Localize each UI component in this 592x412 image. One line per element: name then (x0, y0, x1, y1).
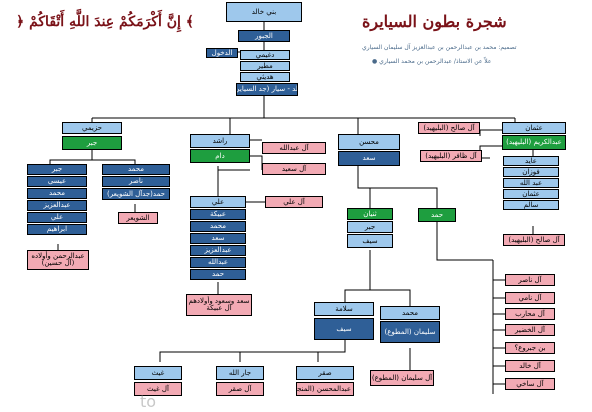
node-saqr: صقر (296, 366, 354, 380)
node-sulayman: سليمان (المطوع) (380, 321, 440, 343)
node-fawzan: فوزان (503, 167, 559, 177)
node-sayf-2: سيف (314, 318, 374, 340)
node-khalid-sayyar: خالد - سيار (جد السيايرة) (236, 83, 298, 96)
node-jabr-green: جبر (62, 136, 122, 150)
node-al-nasir: آل ناصر (505, 274, 555, 286)
node-daghimi: دغيمي (240, 50, 290, 60)
node-ubaykah: عبيكة (190, 209, 246, 220)
node-abdulkarim: عبدالكريم (البليهيد) (502, 135, 566, 150)
node-uthman-top: عثمان (502, 122, 566, 134)
node-al-dhafir: آل ظافر (البليهيد) (420, 150, 482, 162)
node-muhammad-left: محمد (27, 188, 87, 199)
node-al-salih-bulayhid: آل صالح (البليهيد) (418, 122, 480, 134)
node-al-nami: آل نامي (505, 292, 555, 304)
node-abdullah-right: عبد الله (503, 178, 559, 188)
node-jubour: الجبور (238, 30, 290, 42)
node-saad-wasaoud: سعد وسعود وأولادهم آل عبيكة (186, 294, 252, 316)
node-abdulaziz: عبدالعزيز (27, 200, 87, 211)
node-al-abdullah: آل عبدالله (262, 142, 326, 154)
node-abdulaziz-center: عبدالعزيز (190, 245, 246, 256)
node-dam: دام (190, 149, 250, 163)
watermark: to (140, 392, 157, 411)
node-ghayth: غيث (134, 366, 182, 380)
node-saad: سعد (190, 233, 246, 244)
node-al-abdulmuhsin: آل عبدالمحسن (المنجم) (296, 382, 354, 396)
node-al-saeed: آل سعيد (262, 163, 326, 175)
node-abdullah-center: عبدالله (190, 257, 246, 268)
node-ayid: عايد (503, 156, 559, 166)
node-hamad-green: حمد (418, 208, 456, 222)
node-isa: عيسى (27, 176, 87, 187)
node-al-sulayman: آل سليمان (المطوع) (370, 370, 434, 386)
node-saad-muhsin: سعد (338, 151, 400, 166)
node-sayf: سيف (347, 234, 393, 248)
node-al-muharib: آل محارب (505, 308, 555, 320)
node-abdulrahman-sons: عبدالرحمن وأولاده (آل حسين) (27, 250, 89, 270)
node-al-ali: آل علي (265, 196, 323, 208)
node-nasir: ناصر (102, 176, 170, 187)
diagram-title: شجرة بطون السيايرة (362, 12, 507, 31)
node-thunayan: ثنيان (347, 208, 393, 220)
node-dakhl: الدخول (206, 48, 238, 58)
node-salim: سالم (503, 200, 559, 210)
node-rashid: راشد (190, 134, 250, 148)
quran-verse: ﴿ إِنَّ أَكْرَمَكُمْ عِندَ اللَّهِ أَتْق… (16, 14, 194, 30)
node-al-khalid: آل خالد (505, 360, 555, 372)
node-muhammad-center: محمد (190, 221, 246, 232)
node-jarallah: جار الله (216, 366, 264, 380)
node-al-salih-bulayhid-2: آل صالح (البليهيد) (503, 234, 565, 246)
node-al-ghayth: آل غيث (134, 382, 182, 396)
node-uthman-right: عثمان (503, 189, 559, 199)
node-shuwayr: الشويعر (118, 212, 158, 224)
node-al-sakhi: آل ساخي (505, 378, 555, 390)
node-hazimi: حزيمي (62, 122, 122, 134)
node-jabrawi: بن جبروع؟ (505, 342, 555, 354)
node-jabr-center: جبر (347, 221, 393, 233)
node-al-saqr: آل صقر (216, 382, 264, 396)
node-ali-left: علي (27, 212, 87, 223)
node-muhammad-2: محمد (102, 164, 170, 175)
node-jabr: جبر (27, 164, 87, 175)
credit-line-2: ● علاّ عن الاستاذ/ عبدالرحمن بن محمد الس… (372, 58, 492, 65)
node-mutir: مطير (240, 61, 290, 71)
node-ibrahim: ابراهيم (27, 224, 87, 235)
node-hamad-center: حمد (190, 269, 246, 280)
node-bani-khalid: بني خالد (226, 2, 302, 22)
node-muhsin: محسن (338, 134, 400, 150)
node-jad-shuwayr: حمد(جدآل الشويعر) (102, 188, 170, 200)
credit-line-1: تصميم: محمد بن عبدالرحمن بن عبدالعزيز آل… (362, 44, 517, 51)
node-salamah: سلامة (314, 302, 374, 316)
node-muhammad-right: محمد (380, 306, 440, 320)
node-hudaythi: هديثي (240, 72, 290, 82)
node-al-khudayr: آل الخضير (505, 324, 555, 336)
node-ali-center: علي (190, 196, 246, 208)
